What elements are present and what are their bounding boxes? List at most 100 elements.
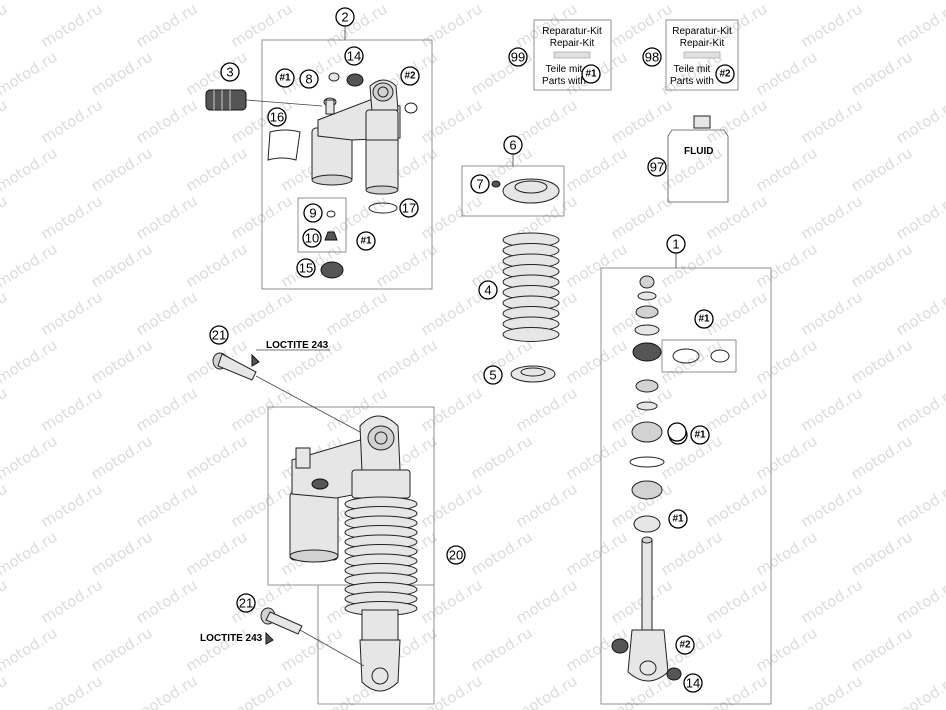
callout-1: 1 [666, 234, 686, 254]
svg-text:motod.ru: motod.ru [893, 480, 946, 532]
svg-text:#1: #1 [585, 69, 597, 80]
svg-text:97: 97 [650, 160, 664, 175]
callout-98: 98 [642, 47, 662, 67]
svg-text:motod.ru: motod.ru [943, 48, 946, 100]
svg-text:motod.ru: motod.ru [798, 0, 866, 51]
svg-text:motod.ru: motod.ru [943, 144, 946, 196]
svg-text:motod.ru: motod.ru [133, 192, 201, 244]
shock-absorber-complete [289, 415, 418, 692]
svg-text:motod.ru: motod.ru [0, 288, 10, 340]
svg-text:motod.ru: motod.ru [798, 384, 866, 436]
svg-text:motod.ru: motod.ru [38, 288, 106, 340]
svg-text:motod.ru: motod.ru [0, 144, 60, 196]
svg-text:motod.ru: motod.ru [943, 240, 946, 292]
svg-text:motod.ru: motod.ru [228, 192, 296, 244]
svg-text:motod.ru: motod.ru [133, 288, 201, 340]
svg-text:motod.ru: motod.ru [703, 384, 771, 436]
ref-kit-1-damper-lower: #1 [668, 509, 688, 529]
svg-text:motod.ru: motod.ru [0, 480, 10, 532]
svg-text:motod.ru: motod.ru [88, 336, 156, 388]
svg-text:motod.ru: motod.ru [88, 624, 156, 676]
fluid-label: FLUID [684, 146, 713, 157]
svg-text:motod.ru: motod.ru [893, 0, 946, 51]
svg-text:motod.ru: motod.ru [798, 672, 866, 710]
loctite-label-lower: LOCTITE 243 [200, 633, 263, 644]
svg-text:motod.ru: motod.ru [228, 0, 296, 51]
callout-6: 6 [503, 135, 523, 155]
svg-text:3: 3 [226, 65, 233, 80]
svg-text:motod.ru: motod.ru [228, 480, 296, 532]
svg-text:motod.ru: motod.ru [943, 624, 946, 676]
svg-text:4: 4 [484, 283, 491, 298]
reservoir-assembly [311, 79, 418, 195]
adjuster-part-3 [205, 89, 323, 111]
svg-text:#1: #1 [672, 514, 684, 525]
svg-text:motod.ru: motod.ru [468, 432, 536, 484]
svg-text:motod.ru: motod.ru [893, 96, 946, 148]
svg-text:motod.ru: motod.ru [798, 192, 866, 244]
callout-16: 16 [267, 107, 287, 127]
svg-text:99: 99 [511, 50, 525, 65]
sub-box-9-10 [297, 197, 347, 253]
svg-text:motod.ru: motod.ru [0, 576, 10, 628]
callout-7: 7 [470, 174, 490, 194]
svg-text:motod.ru: motod.ru [563, 432, 631, 484]
svg-text:motod.ru: motod.ru [418, 192, 486, 244]
svg-text:7: 7 [476, 177, 483, 192]
svg-text:motod.ru: motod.ru [323, 288, 391, 340]
svg-text:motod.ru: motod.ru [228, 672, 296, 710]
ref-kit-2-reservoir: #2 [400, 66, 420, 86]
callout-15: 15 [296, 258, 316, 278]
kit-2-logo [683, 51, 721, 59]
svg-text:motod.ru: motod.ru [703, 192, 771, 244]
svg-text:motod.ru: motod.ru [893, 288, 946, 340]
svg-text:motod.ru: motod.ru [893, 576, 946, 628]
svg-text:motod.ru: motod.ru [0, 528, 60, 580]
svg-text:motod.ru: motod.ru [133, 576, 201, 628]
kit-1-line2: Repair-Kit [550, 38, 595, 49]
svg-text:motod.ru: motod.ru [608, 96, 676, 148]
svg-text:motod.ru: motod.ru [563, 240, 631, 292]
svg-text:motod.ru: motod.ru [893, 672, 946, 710]
svg-text:motod.ru: motod.ru [88, 48, 156, 100]
svg-text:motod.ru: motod.ru [563, 528, 631, 580]
callout-17-top: 17 [399, 198, 419, 218]
kit-2-line3: Teile mit [674, 64, 711, 75]
svg-text:motod.ru: motod.ru [848, 144, 916, 196]
ref-kit-1-seals: #1 [694, 309, 714, 329]
svg-text:motod.ru: motod.ru [703, 96, 771, 148]
svg-text:motod.ru: motod.ru [0, 96, 10, 148]
svg-text:motod.ru: motod.ru [0, 432, 60, 484]
sub-box-seals [661, 339, 737, 373]
callout-14-damper: 14 [683, 673, 703, 693]
svg-text:motod.ru: motod.ru [753, 432, 821, 484]
svg-text:motod.ru: motod.ru [373, 336, 441, 388]
callout-9: 9 [303, 203, 323, 223]
kit-1-logo [553, 51, 591, 59]
svg-text:motod.ru: motod.ru [753, 624, 821, 676]
spring-part-4 [502, 232, 560, 342]
kit-1-line1: Reparatur-Kit [542, 26, 602, 37]
svg-text:motod.ru: motod.ru [0, 192, 10, 244]
loctite-drop-lower [265, 631, 274, 645]
svg-text:motod.ru: motod.ru [703, 288, 771, 340]
bolt-part-21-lower [260, 607, 303, 635]
shim-stack [629, 275, 665, 533]
svg-text:motod.ru: motod.ru [0, 48, 60, 100]
callout-3: 3 [220, 62, 240, 82]
assembly-box-1 [600, 267, 772, 705]
svg-text:#1: #1 [698, 314, 710, 325]
svg-text:motod.ru: motod.ru [468, 624, 536, 676]
svg-text:14: 14 [347, 49, 361, 64]
svg-text:motod.ru: motod.ru [133, 672, 201, 710]
svg-text:21: 21 [239, 596, 253, 611]
svg-text:motod.ru: motod.ru [798, 480, 866, 532]
kit-1-ref: #1 [581, 64, 601, 84]
repair-kit-box-1 [533, 19, 612, 91]
svg-text:motod.ru: motod.ru [753, 240, 821, 292]
callout-20: 20 [446, 545, 466, 565]
svg-text:motod.ru: motod.ru [183, 432, 251, 484]
svg-text:motod.ru: motod.ru [88, 144, 156, 196]
ref-kit-1-damper-upper: #1 [667, 422, 687, 442]
svg-text:motod.ru: motod.ru [703, 480, 771, 532]
